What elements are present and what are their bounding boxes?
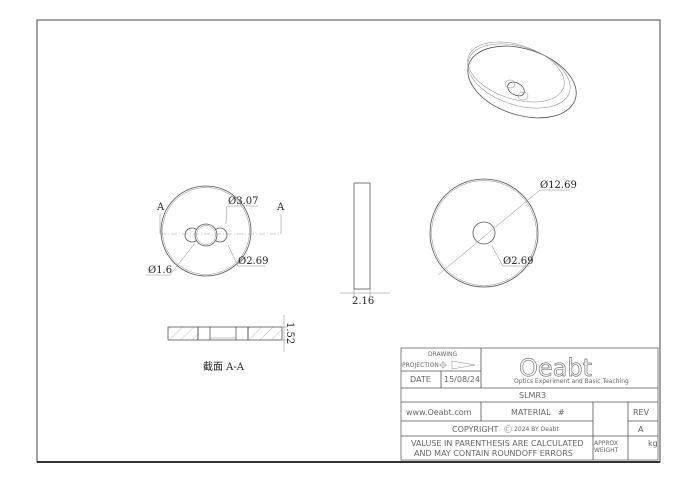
section-mark-right: A <box>276 202 285 213</box>
logo-tagline: Optics Experiment and Basic Teaching <box>514 378 629 385</box>
dim-inner-hole: Ø2.69 <box>238 256 268 267</box>
section-label: 截面 A-A <box>203 360 245 373</box>
dim-hole: Ø2.69 <box>503 256 533 267</box>
drawing-label: DRAWING <box>428 351 458 358</box>
projection-label: PROJECTION <box>402 362 439 369</box>
dim-outer-diameter: Ø12.69 <box>540 180 577 191</box>
company-logo: Oeabt <box>519 354 592 382</box>
weight-label-2: WEIGHT <box>594 447 619 454</box>
rev-label: REV <box>633 408 650 417</box>
date-label: DATE <box>410 375 431 384</box>
material-label: MATERIAL <box>511 408 551 417</box>
section-view: 1.52 截面 A-A <box>167 315 295 373</box>
front-view: A A Ø3.07 Ø2.69 Ø1.6 <box>146 185 285 277</box>
dim-thickness: 2.16 <box>352 296 374 307</box>
weight-unit: kg <box>648 439 658 448</box>
projection-symbol-icon <box>439 360 476 370</box>
note-line-1: VALUSE IN PARENTHESIS ARE CALCULATED <box>411 439 584 448</box>
title-block: DRAWING PROJECTION DATE 15/08/24 Oeabt O… <box>400 347 659 461</box>
weight-label-1: APPROX <box>594 440 618 447</box>
note-line-2: AND MAY CONTAIN ROUNDOFF ERRORS <box>414 449 573 458</box>
website: www.Oeabt.com <box>406 408 472 417</box>
dim-lobe: Ø1.6 <box>148 265 172 276</box>
material-value: # <box>558 408 565 417</box>
dim-center-hole: Ø3.07 <box>228 196 258 207</box>
isometric-view <box>467 41 577 119</box>
part-number: SLMR3 <box>519 391 546 400</box>
dim-section-height: 1.52 <box>284 322 295 344</box>
section-mark-left: A <box>156 202 165 213</box>
rear-view: Ø12.69 Ø2.69 <box>429 178 577 288</box>
svg-text:C: C <box>506 427 510 433</box>
copyright-icon: C <box>504 425 512 433</box>
copyright-label: COPYRIGHT <box>452 425 499 434</box>
copyright-year: 2024 BY Oeabt <box>514 426 559 433</box>
rev-value: A <box>638 425 644 434</box>
date-value: 15/08/24 <box>444 375 480 384</box>
side-view: 2.16 <box>340 182 390 307</box>
